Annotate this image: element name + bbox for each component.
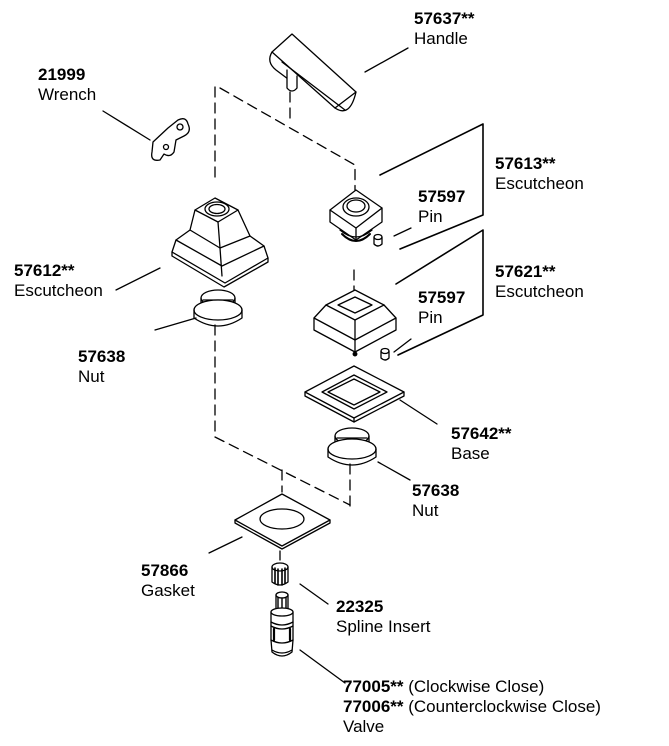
- part-name: Handle: [414, 29, 468, 48]
- part-name: Nut: [412, 501, 439, 520]
- label-gasket: 57866 Gasket: [141, 561, 195, 601]
- part-name: Valve: [343, 717, 385, 736]
- base-part: [304, 365, 405, 423]
- valve-cw-row: 77005** (Clockwise Close): [343, 677, 601, 697]
- gasket-part: [234, 493, 331, 550]
- part-number: 57597: [418, 288, 466, 307]
- part-number: 57597: [418, 187, 466, 206]
- part-number: 57866: [141, 561, 189, 580]
- part-name: Pin: [418, 207, 443, 226]
- escutcheon-left-part: [171, 197, 269, 288]
- part-name: Base: [451, 444, 490, 463]
- part-number: 57638: [412, 481, 460, 500]
- bracket-57621: [395, 229, 484, 356]
- nut-right-part: [327, 427, 377, 466]
- note-cw: (Clockwise Close): [408, 677, 545, 696]
- label-handle: 57637** Handle: [414, 9, 475, 49]
- part-number-ccw: 77006**: [343, 697, 409, 716]
- label-escutcheon-square: 57621** Escutcheon: [495, 262, 584, 302]
- part-name: Spline Insert: [336, 617, 431, 636]
- part-number-cw: 77005**: [343, 677, 409, 696]
- label-spline-insert: 22325 Spline Insert: [336, 597, 431, 637]
- part-name: Escutcheon: [495, 174, 584, 193]
- escutcheon-upper-part: [329, 189, 383, 247]
- spline-insert-part: [271, 562, 289, 586]
- leader-lines: [102, 47, 438, 684]
- label-valve: 77005** (Clockwise Close) 77006** (Count…: [343, 677, 601, 737]
- part-number: 57612**: [14, 261, 75, 280]
- label-escutcheon-left: 57612** Escutcheon: [14, 261, 103, 301]
- valve-part: [270, 591, 294, 657]
- assembly-dash-lines: [214, 86, 356, 561]
- bracket-57613: [379, 123, 484, 250]
- note-ccw: (Counterclockwise Close): [408, 697, 601, 716]
- part-number: 57637**: [414, 9, 475, 28]
- label-escutcheon-upper: 57613** Escutcheon: [495, 154, 584, 194]
- wrench-part: [151, 118, 190, 161]
- part-number: 57613**: [495, 154, 556, 173]
- label-nut-right: 57638 Nut: [412, 481, 459, 521]
- escutcheon-square-part: [313, 289, 397, 361]
- part-number: 57621**: [495, 262, 556, 281]
- part-name: Gasket: [141, 581, 195, 600]
- label-nut-left: 57638 Nut: [78, 347, 125, 387]
- part-name: Escutcheon: [14, 281, 103, 300]
- part-name: Escutcheon: [495, 282, 584, 301]
- label-base: 57642** Base: [451, 424, 512, 464]
- part-number: 21999: [38, 65, 86, 84]
- part-name: Pin: [418, 308, 443, 327]
- part-number: 57642**: [451, 424, 512, 443]
- part-number: 57638: [78, 347, 126, 366]
- nut-left-part: [193, 289, 243, 327]
- part-number: 22325: [336, 597, 384, 616]
- part-name: Nut: [78, 367, 105, 386]
- handle-part: [269, 33, 357, 112]
- part-name: Wrench: [38, 85, 97, 104]
- label-pin-lower: 57597 Pin: [418, 288, 465, 328]
- label-wrench: 21999 Wrench: [38, 65, 96, 105]
- valve-ccw-row: 77006** (Counterclockwise Close): [343, 697, 601, 717]
- label-pin-upper: 57597 Pin: [418, 187, 465, 227]
